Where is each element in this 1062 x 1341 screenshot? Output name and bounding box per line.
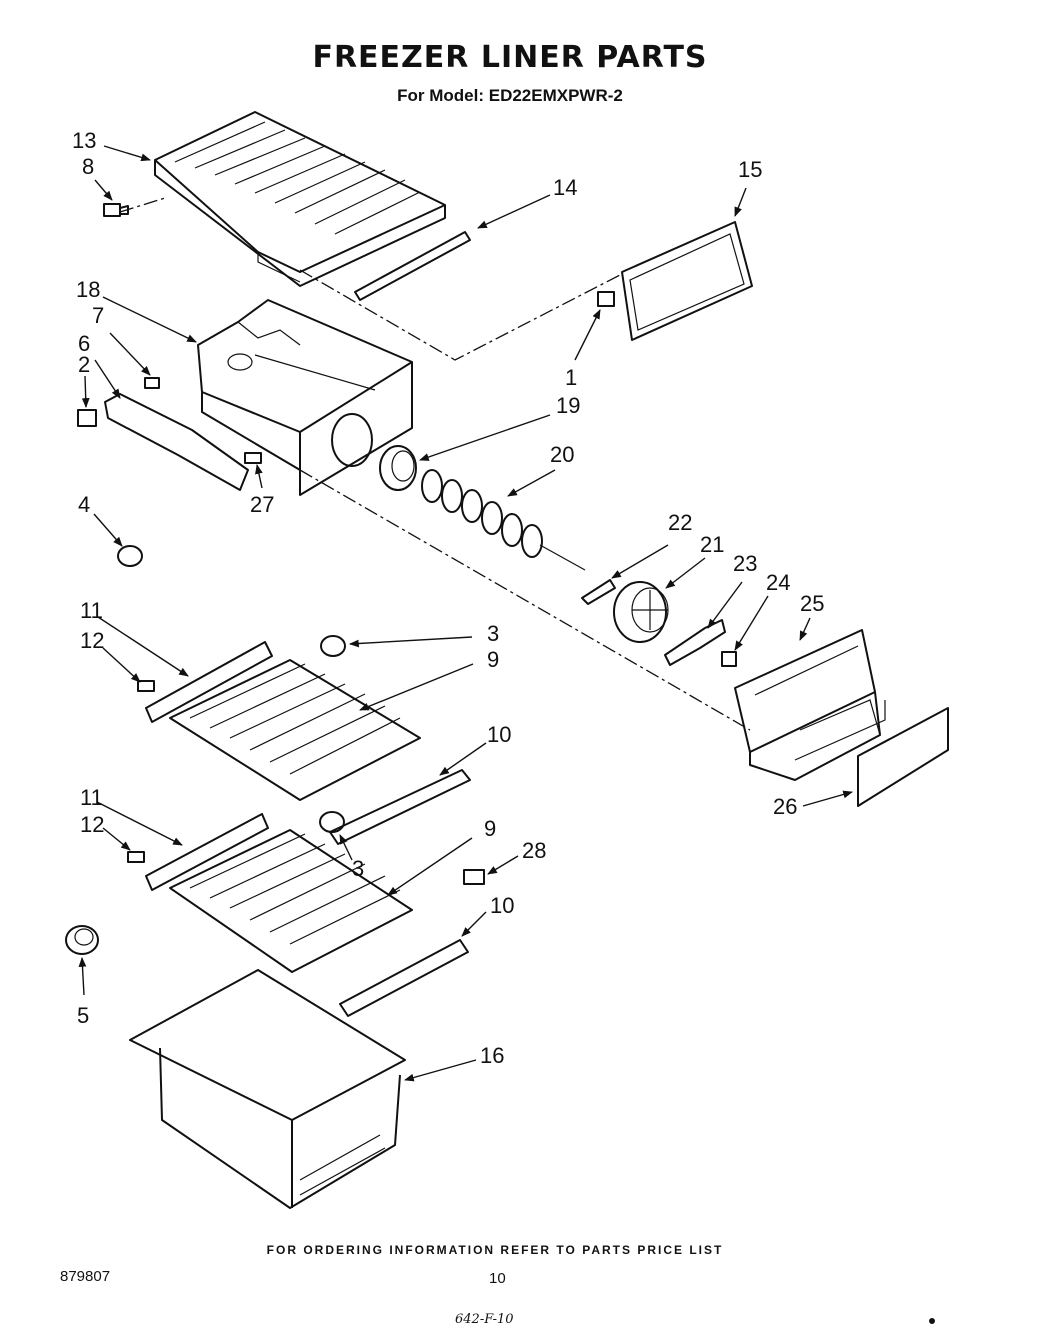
mounting-bracket-6 [104, 393, 249, 491]
callout-20: 20 [550, 442, 574, 467]
callout-23: 23 [733, 551, 757, 576]
clip-1 [597, 291, 615, 307]
screw-12-upper [137, 680, 155, 692]
ordering-note: FOR ORDERING INFORMATION REFER TO PARTS … [266, 1243, 724, 1257]
ice-bin-housing [197, 299, 413, 496]
callout-18: 18 [76, 277, 100, 302]
shelf-trim-10-lower [339, 939, 469, 1017]
shelf-trim-14 [354, 231, 471, 301]
bearing-19 [379, 445, 417, 491]
knob-3-lower [319, 811, 345, 833]
callout-25: 25 [800, 591, 824, 616]
screw-8 [103, 203, 129, 217]
freezer-pan-16 [129, 969, 406, 1209]
cover-panel-26 [857, 707, 949, 807]
nut-2 [77, 409, 97, 427]
clip-28 [463, 869, 485, 885]
drive-coupling-22 [581, 579, 616, 605]
nut-24 [721, 651, 737, 667]
shelf-trim-11-upper [145, 641, 273, 723]
callout-24: 24 [766, 570, 790, 595]
bracket-23 [664, 619, 726, 666]
callout-9-lower: 9 [484, 816, 496, 841]
callout-14: 14 [553, 175, 577, 200]
callout-13: 13 [72, 128, 96, 153]
callout-9-upper: 9 [487, 647, 499, 672]
callout-10-lower: 10 [490, 893, 514, 918]
page-title: FREEZER LINER PARTS [312, 40, 708, 75]
callout-2: 2 [78, 352, 90, 377]
callout-11-lower: 11 [80, 785, 103, 810]
callout-22: 22 [668, 510, 692, 535]
shelf-trim-10-upper [329, 769, 471, 845]
handwritten-code: 642-F-10 [455, 1312, 514, 1327]
callout-4: 4 [78, 492, 90, 517]
callout-6: 6 [78, 331, 90, 356]
callout-11-upper: 11 [80, 598, 103, 623]
page-number: 10 [489, 1270, 506, 1287]
screw-27 [244, 452, 262, 464]
callout-7: 7 [92, 303, 104, 328]
drive-wheel-21 [613, 581, 669, 643]
leader-lines [78, 145, 853, 1082]
shelf-trim-11-lower [145, 813, 269, 891]
knob-5 [65, 925, 99, 955]
callout-1: 1 [565, 365, 577, 390]
model-subtitle: For Model: ED22EMXPWR-2 [397, 86, 623, 105]
callout-labels: 13 8 14 15 18 7 6 2 1 19 20 27 4 22 21 2… [72, 128, 824, 1068]
assembly-guide-lines [119, 197, 751, 731]
corner-dot [929, 1318, 935, 1324]
screw-7 [144, 377, 160, 389]
callout-8: 8 [82, 154, 94, 179]
callout-26: 26 [773, 794, 797, 819]
callout-12-upper: 12 [80, 628, 104, 653]
top-wire-shelf [154, 111, 446, 287]
callout-15: 15 [738, 157, 762, 182]
knob-4 [117, 545, 143, 567]
callout-3-lower: 3 [352, 856, 364, 881]
callout-3-upper: 3 [487, 621, 499, 646]
callout-21: 21 [700, 532, 724, 557]
callout-19: 19 [556, 393, 580, 418]
wire-shelf-9-upper [169, 659, 421, 801]
document-number: 879807 [60, 1268, 111, 1285]
screw-12-lower [127, 851, 145, 863]
auger-spring-20 [421, 469, 586, 571]
callout-10-upper: 10 [487, 722, 511, 747]
callout-28: 28 [522, 838, 546, 863]
callout-27: 27 [250, 492, 274, 517]
callout-16: 16 [480, 1043, 504, 1068]
wire-shelf-9-lower [169, 829, 413, 973]
knob-3-upper [320, 635, 346, 657]
dispenser-housing-25 [734, 629, 886, 781]
callout-12-lower: 12 [80, 812, 104, 837]
frame-15 [621, 221, 753, 341]
callout-5: 5 [77, 1003, 89, 1028]
